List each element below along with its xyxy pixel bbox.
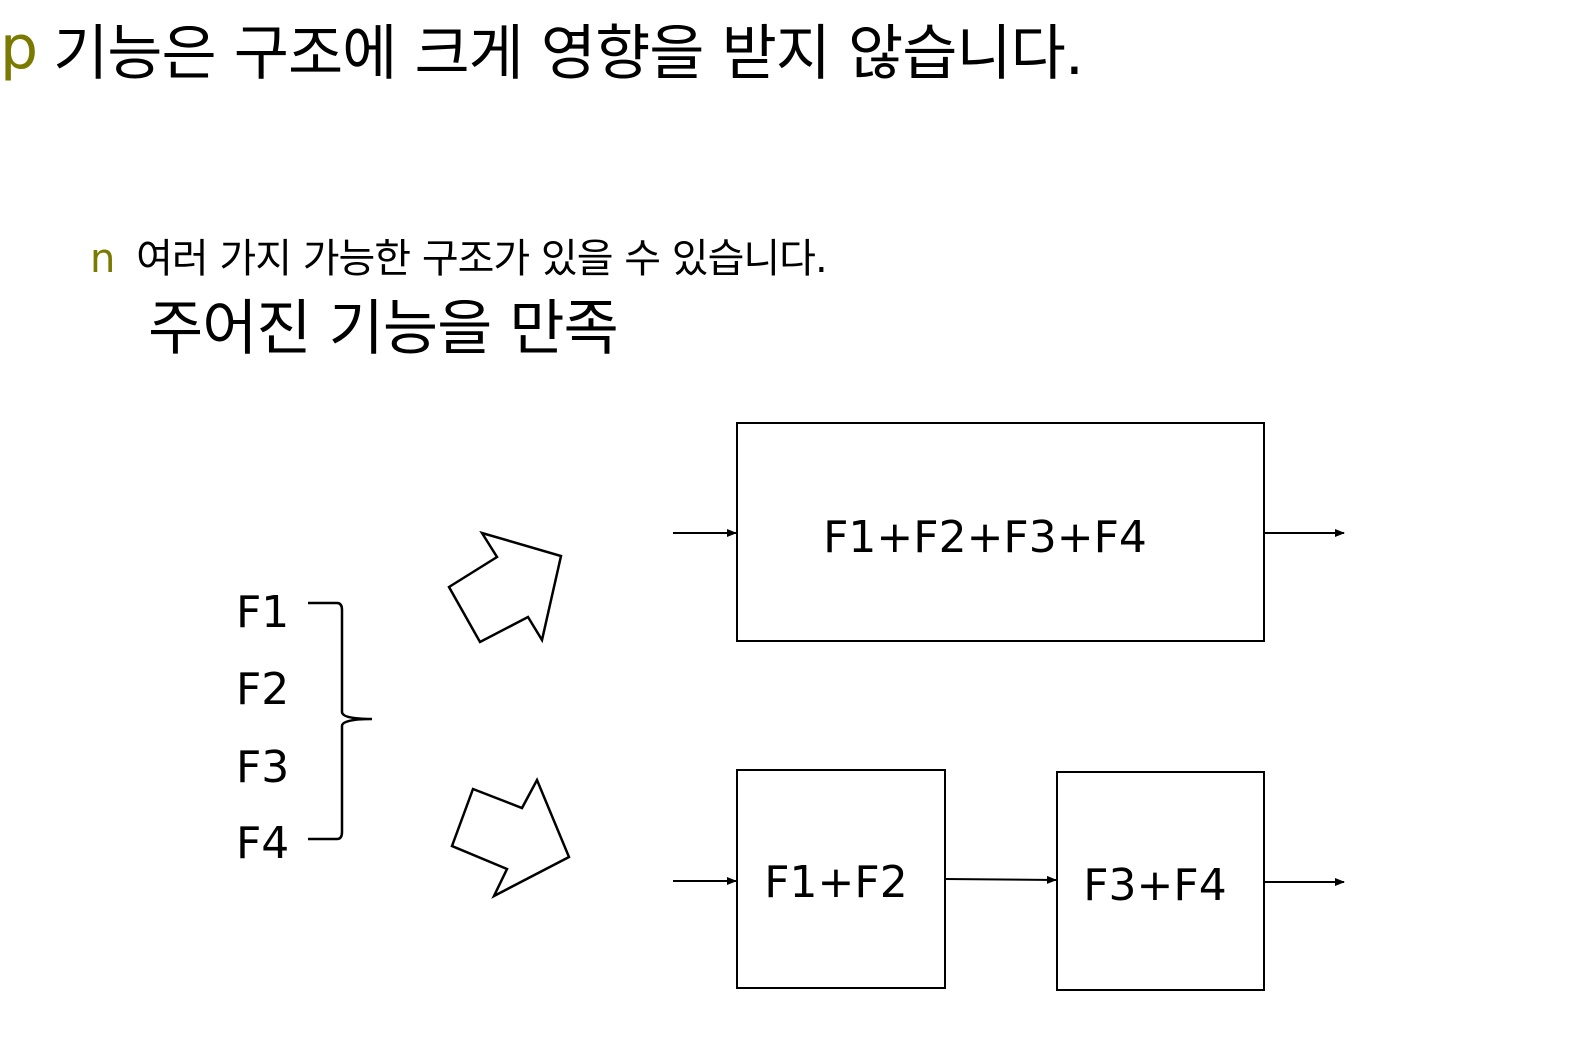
block-arrow-up-icon — [447, 530, 563, 644]
subpoint-text: 여러 가지 가능한 구조가 있을 수 있습니다. — [136, 236, 828, 282]
subpoint-bullet: n — [90, 236, 115, 282]
split-connector-arrow — [944, 875, 1057, 884]
split-block-1-label: F1+F2 — [764, 857, 907, 908]
combined-block-label: F1+F2+F3+F4 — [823, 512, 1147, 563]
subpoint: n 여러 가지 가능한 구조가 있을 수 있습니다. — [90, 226, 828, 284]
combined-block — [736, 422, 1265, 642]
subpoint2-text: 주어진 기능을 만족 — [148, 294, 619, 364]
heading-text: 기능은 구조에 크게 영향을 받지 않습니다. — [53, 18, 1084, 89]
heading-bullet: p — [0, 13, 38, 83]
heading: p 기능은 구조에 크게 영향을 받지 않습니다. — [0, 8, 1084, 89]
split-block-1 — [736, 769, 946, 989]
grouping-brace — [308, 601, 373, 841]
function-label-f4: F4 — [236, 818, 289, 869]
function-label-f2: F2 — [236, 664, 289, 715]
function-label-f3: F3 — [236, 742, 289, 793]
function-label-f1: F1 — [236, 587, 289, 638]
split-block-2-label: F3+F4 — [1083, 860, 1226, 911]
block-arrow-down-icon — [450, 777, 571, 899]
split-block-2 — [1056, 771, 1265, 991]
